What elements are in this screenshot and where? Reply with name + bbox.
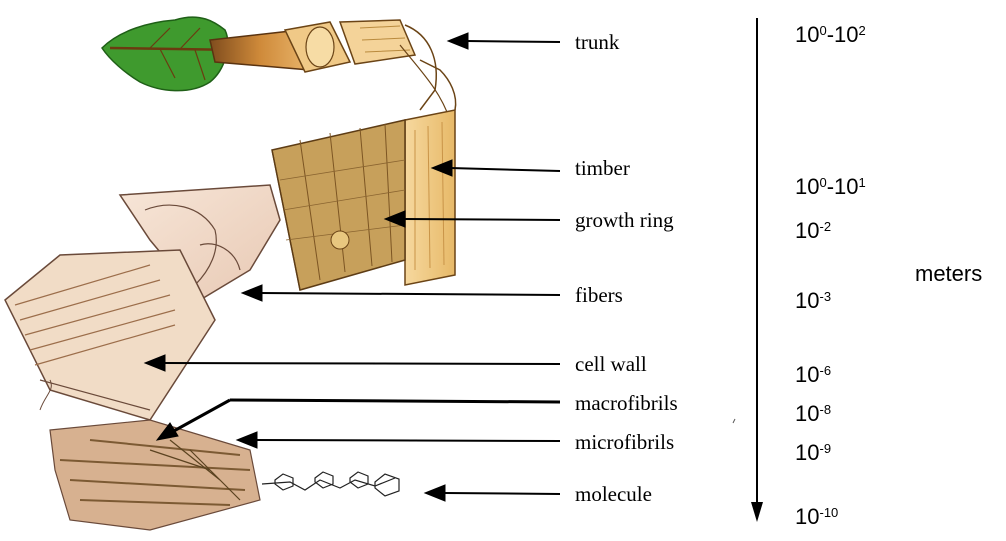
cell-wall-illustration bbox=[5, 250, 215, 420]
trunk-illustration bbox=[210, 20, 450, 120]
molecule-illustration bbox=[262, 472, 399, 496]
label-macrofibrils: macrofibrils bbox=[575, 393, 678, 414]
label-cell-wall: cell wall bbox=[575, 354, 647, 375]
label-timber: timber bbox=[575, 158, 630, 179]
scale-unit-label: meters bbox=[915, 263, 982, 285]
scale-value-macrofibrils: 10-8 bbox=[795, 403, 831, 425]
scale-value-microfibrils: 10-9 bbox=[795, 442, 831, 464]
growth-ring-illustration bbox=[272, 120, 405, 290]
stray-mark bbox=[733, 419, 735, 423]
label-trunk: trunk bbox=[575, 32, 619, 53]
scale-axis-arrow bbox=[751, 18, 763, 522]
scale-value-timber: 100-101 bbox=[795, 176, 866, 198]
label-fibers: fibers bbox=[575, 285, 623, 306]
scale-value-molecule: 10-10 bbox=[795, 506, 838, 528]
scale-value-fibers: 10-3 bbox=[795, 290, 831, 312]
label-microfibrils: microfibrils bbox=[575, 432, 674, 453]
scale-value-cell-wall: 10-6 bbox=[795, 364, 831, 386]
scale-value-trunk: 100-102 bbox=[795, 24, 866, 46]
label-molecule: molecule bbox=[575, 484, 652, 505]
label-growth-ring: growth ring bbox=[575, 210, 674, 231]
scale-value-growth-ring: 10-2 bbox=[795, 220, 831, 242]
